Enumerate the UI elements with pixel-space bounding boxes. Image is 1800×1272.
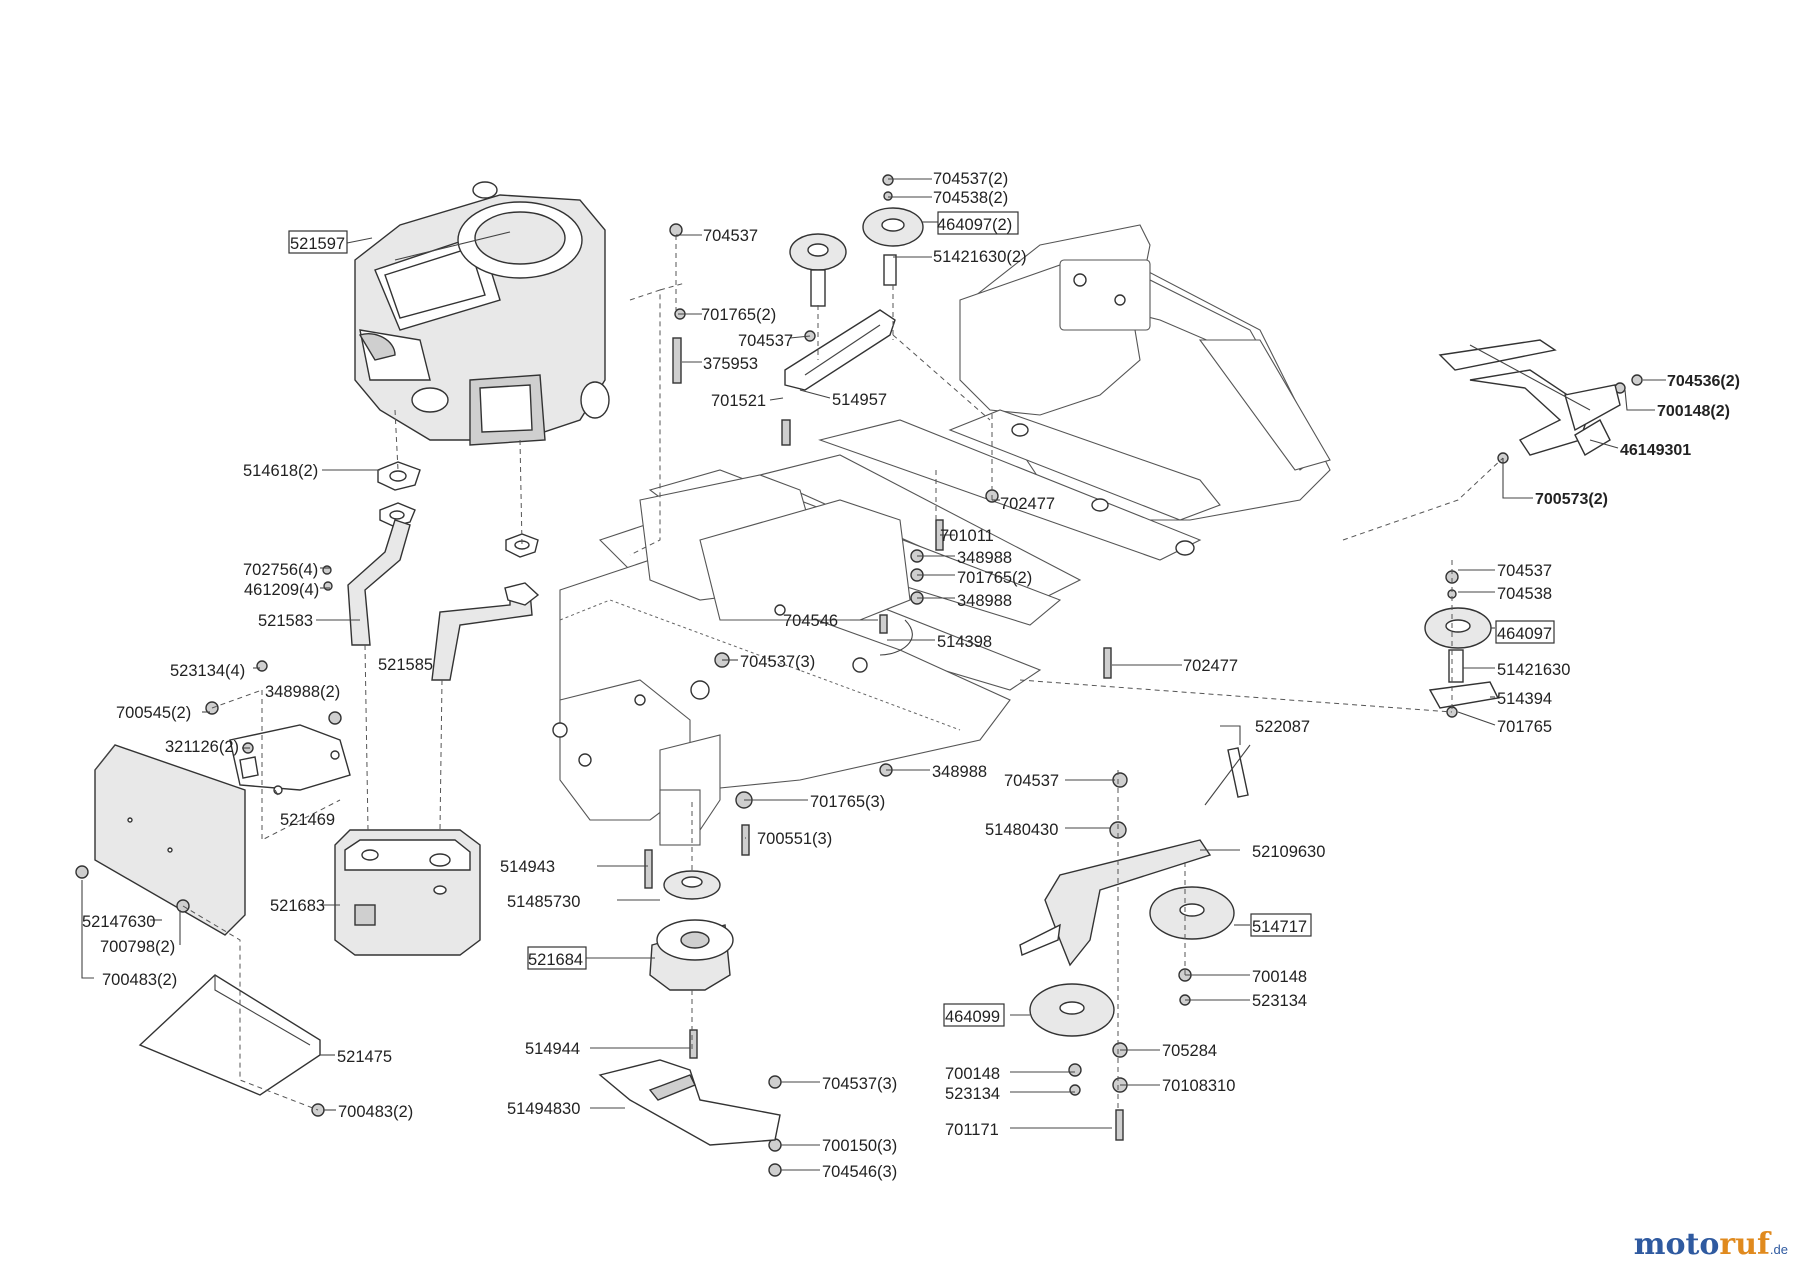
part-label: 514944 (525, 1040, 580, 1058)
part-label: 704537(2) (933, 170, 1008, 188)
assembly-lines (182, 235, 1504, 1111)
part-label: 701521 (711, 392, 766, 410)
top-idler-pulleys (784, 207, 924, 391)
part-label: 700798(2) (100, 938, 175, 956)
watermark-part2: ruf (1719, 1227, 1770, 1262)
part-label: 521597 (290, 235, 345, 253)
label-box-464097-2 (937, 211, 1019, 235)
part-label: 514957 (832, 391, 887, 409)
part-label: 521583 (258, 612, 313, 630)
exhaust-assembly (347, 461, 540, 681)
part-label: 464099 (945, 1008, 1000, 1026)
part-label: 521684 (528, 951, 583, 969)
part-label: 705284 (1162, 1042, 1217, 1060)
part-label: 348988 (957, 549, 1012, 567)
part-label: 523134 (945, 1085, 1000, 1103)
part-label: 46149301 (1620, 442, 1691, 459)
part-label: 704546 (783, 612, 838, 630)
part-label: 704537 (1497, 562, 1552, 580)
part-label: 521475 (337, 1048, 392, 1066)
deflector-plate (138, 974, 321, 1096)
part-label: 700545(2) (116, 704, 191, 722)
part-label: 523134(4) (170, 662, 245, 680)
part-label: 375953 (703, 355, 758, 373)
part-label: 700573(2) (1535, 491, 1608, 508)
idler-arm-assembly (1019, 744, 1251, 1037)
part-label: 514943 (500, 858, 555, 876)
part-label: 704546(3) (822, 1163, 897, 1181)
part-label: 514398 (937, 633, 992, 651)
part-label: 704537 (1004, 772, 1059, 790)
watermark-suffix: .de (1769, 1242, 1788, 1257)
mower-chassis-frame (552, 224, 1331, 846)
part-label: 701765(2) (957, 569, 1032, 587)
part-label: 52109630 (1252, 843, 1325, 861)
part-label: 514394 (1497, 690, 1552, 708)
part-label: 704538(2) (933, 189, 1008, 207)
part-label: 521683 (270, 897, 325, 915)
part-label: 521585 (378, 656, 433, 674)
engine (354, 181, 610, 446)
label-box-521597 (288, 230, 348, 254)
part-label: 523134 (1252, 992, 1307, 1010)
part-label: 51421630(2) (933, 248, 1027, 266)
part-label: 51494830 (507, 1100, 580, 1118)
part-label: 704536(2) (1667, 373, 1740, 390)
part-label: 700148(2) (1657, 403, 1730, 420)
label-box-521684 (527, 946, 587, 970)
part-label: 52147630 (82, 913, 155, 931)
part-label: 701171 (945, 1121, 999, 1139)
right-deck-bracket (1424, 339, 1621, 709)
part-label: 321126(2) (165, 738, 239, 756)
engine-pulley-clutch (598, 849, 781, 1146)
part-label: 701765(2) (701, 306, 776, 324)
part-label: 700483(2) (102, 971, 177, 989)
part-label: 51485730 (507, 893, 580, 911)
part-label: 700148 (1252, 968, 1307, 986)
part-label: 704537(3) (822, 1075, 897, 1093)
part-label: 700148 (945, 1065, 1000, 1083)
part-label: 704538 (1497, 585, 1552, 603)
part-label: 522087 (1255, 718, 1310, 736)
part-label: 348988(2) (265, 683, 340, 701)
watermark-part1: moto (1633, 1227, 1720, 1262)
part-label: 702477 (1000, 495, 1055, 513)
label-box-514717 (1250, 913, 1312, 937)
part-label: 704537 (738, 332, 793, 350)
part-label: 348988 (932, 763, 987, 781)
part-label: 464097(2) (937, 216, 1012, 234)
part-label: 701765(3) (810, 793, 885, 811)
part-label: 700483(2) (338, 1103, 413, 1121)
part-label: 704537 (703, 227, 758, 245)
leader-lines (81, 178, 1666, 1171)
part-label: 704537(3) (740, 653, 815, 671)
part-label: 700551(3) (757, 830, 832, 848)
part-label: 702756(4) (243, 561, 318, 579)
part-label: 521469 (280, 811, 335, 829)
part-label: 51421630 (1497, 661, 1570, 679)
label-box-464099 (943, 1003, 1005, 1027)
part-label: 70108310 (1162, 1077, 1235, 1095)
part-label: 700150(3) (822, 1137, 897, 1155)
part-label: 348988 (957, 592, 1012, 610)
label-box-464097 (1495, 620, 1555, 644)
muffler (334, 829, 481, 956)
part-label: 461209(4) (244, 581, 319, 599)
part-label: 701011 (940, 527, 994, 545)
part-label: 514717 (1252, 918, 1307, 936)
part-label: 464097 (1497, 625, 1552, 643)
part-label: 51480430 (985, 821, 1058, 839)
part-label: 702477 (1183, 657, 1238, 675)
part-label: 701765 (1497, 718, 1552, 736)
part-label: 514618(2) (243, 462, 318, 480)
site-watermark: motoruf.de (1634, 1227, 1788, 1262)
heat-shield (94, 724, 351, 936)
part-labels: 521597 704537(2) 704538(2) 464097(2) 514… (82, 170, 1740, 1181)
